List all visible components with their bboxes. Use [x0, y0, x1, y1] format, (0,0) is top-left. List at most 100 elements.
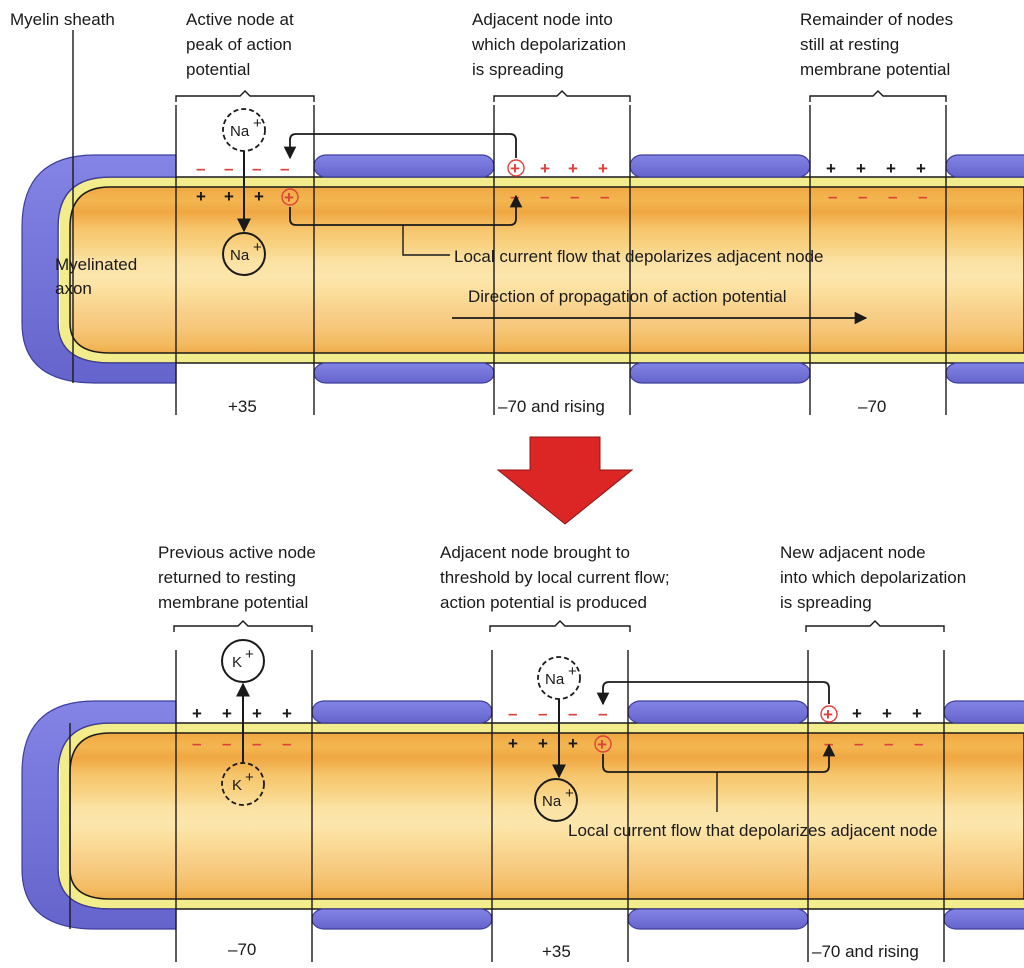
bottom-previous-node-label-3: membrane potential [158, 593, 308, 612]
bottom-panel: Previous active node returned to resting… [21, 543, 1024, 962]
top-circled-plus-outside [507, 159, 525, 177]
top-remainder-label-2: still at resting [800, 35, 899, 54]
svg-text:–: – [538, 704, 547, 723]
svg-text:+: + [224, 187, 234, 206]
svg-text:+: + [508, 734, 518, 753]
svg-text:+: + [284, 188, 294, 207]
top-circled-plus-inside [281, 188, 299, 206]
bottom-charges-outside: + + + + – – – – + + + [192, 704, 922, 723]
svg-text:–: – [510, 187, 519, 206]
svg-text:+: + [222, 704, 232, 723]
bottom-axon [69, 732, 1024, 900]
svg-text:+: + [597, 735, 607, 754]
bottom-new-adjacent-label-3: is spreading [780, 593, 872, 612]
svg-text:+: + [916, 159, 926, 178]
svg-text:+: + [253, 115, 262, 132]
top-adjacent-node-label-2: which depolarization [471, 35, 626, 54]
svg-text:–: – [282, 734, 291, 753]
svg-text:–: – [224, 159, 233, 178]
svg-text:–: – [568, 704, 577, 723]
transition-arrow [496, 436, 634, 525]
svg-text:–: – [884, 734, 893, 753]
bottom-na-ion-outside: Na + [537, 656, 581, 700]
svg-text:Na: Na [542, 793, 562, 810]
svg-text:+: + [852, 704, 862, 723]
top-potential-2: –70 and rising [498, 397, 605, 416]
svg-text:+: + [882, 704, 892, 723]
svg-text:Na: Na [230, 123, 250, 140]
svg-text:+: + [245, 769, 254, 786]
myelinated-axon-label-1: Myelinated [55, 255, 137, 274]
top-myelin-segment-3 [945, 154, 1024, 178]
top-remainder-label-1: Remainder of nodes [800, 10, 953, 29]
svg-text:K: K [232, 654, 242, 671]
svg-text:+: + [568, 734, 578, 753]
top-adjacent-node-label-1: Adjacent node into [472, 10, 613, 29]
svg-text:+: + [538, 734, 548, 753]
bottom-myelin-segment-3 [943, 700, 1024, 724]
svg-text:–: – [508, 704, 517, 723]
svg-text:+: + [565, 785, 574, 802]
bottom-myelin-segment-1 [311, 700, 493, 724]
myelinated-axon-label-2: axon [55, 279, 92, 298]
bottom-new-adjacent-label-2: into which depolarization [780, 568, 966, 587]
top-charges-inside: + + + – – – – – – – – [196, 187, 927, 206]
top-active-node-label-1: Active node at [186, 10, 294, 29]
svg-text:Na: Na [545, 671, 565, 688]
bottom-local-current-inside [602, 743, 836, 773]
svg-text:K: K [232, 777, 242, 794]
top-charges-outside: – – – – + + + + + + + [196, 159, 926, 178]
svg-text:+: + [912, 704, 922, 723]
bottom-k-ion-inside: K + [221, 762, 265, 806]
svg-text:–: – [914, 734, 923, 753]
svg-text:–: – [252, 159, 261, 178]
bottom-potential-3: –70 and rising [812, 942, 919, 961]
top-myelin-segment-1 [313, 154, 495, 178]
top-active-node-label-2: peak of action [186, 35, 292, 54]
bottom-adjacent-node-label-3: action potential is produced [440, 593, 647, 612]
bottom-adjacent-node-label-1: Adjacent node brought to [440, 543, 630, 562]
svg-text:+: + [253, 239, 262, 256]
top-adjacent-node-label-3: is spreading [472, 60, 564, 79]
bottom-k-ion-outside: K + [221, 639, 265, 683]
top-potential-3: –70 [858, 397, 886, 416]
bottom-adjacent-node-label-2: threshold by local current flow; [440, 568, 670, 587]
direction-propagation-label: Direction of propagation of action poten… [468, 287, 786, 306]
bottom-myelin-left [21, 700, 177, 930]
svg-text:+: + [245, 646, 254, 663]
svg-text:–: – [600, 187, 609, 206]
top-remainder-label-3: membrane potential [800, 60, 950, 79]
top-local-current-outside [283, 133, 517, 160]
bottom-na-ion-inside: Na + [534, 778, 578, 822]
svg-text:+: + [856, 159, 866, 178]
top-potential-1: +35 [228, 397, 257, 416]
svg-text:+: + [568, 159, 578, 178]
top-local-current-label: Local current flow that depolarizes adja… [454, 247, 824, 266]
svg-text:–: – [888, 187, 897, 206]
top-na-ion-outside: Na + [222, 108, 266, 152]
svg-text:+: + [598, 159, 608, 178]
svg-text:Na: Na [230, 247, 250, 264]
svg-text:+: + [568, 663, 577, 680]
svg-text:–: – [854, 734, 863, 753]
svg-text:+: + [192, 704, 202, 723]
svg-text:–: – [252, 734, 261, 753]
svg-text:–: – [540, 187, 549, 206]
bottom-myelin-segment-2 [627, 700, 809, 724]
svg-text:+: + [823, 705, 833, 724]
top-na-ion-inside: Na + [222, 232, 266, 276]
svg-text:+: + [540, 159, 550, 178]
svg-text:–: – [824, 734, 833, 753]
svg-text:+: + [254, 187, 264, 206]
top-myelin-left [21, 154, 177, 384]
bottom-charges-inside: – – – – + + + – – – – [192, 734, 923, 753]
svg-text:–: – [192, 734, 201, 753]
svg-text:–: – [858, 187, 867, 206]
bottom-potential-1: –70 [228, 940, 256, 959]
bottom-circled-plus-inside [594, 735, 612, 753]
top-active-node-label-3: potential [186, 60, 250, 79]
bottom-local-current-outside [596, 681, 830, 706]
svg-text:+: + [282, 704, 292, 723]
bottom-circled-plus-outside [820, 705, 838, 723]
svg-text:+: + [196, 187, 206, 206]
